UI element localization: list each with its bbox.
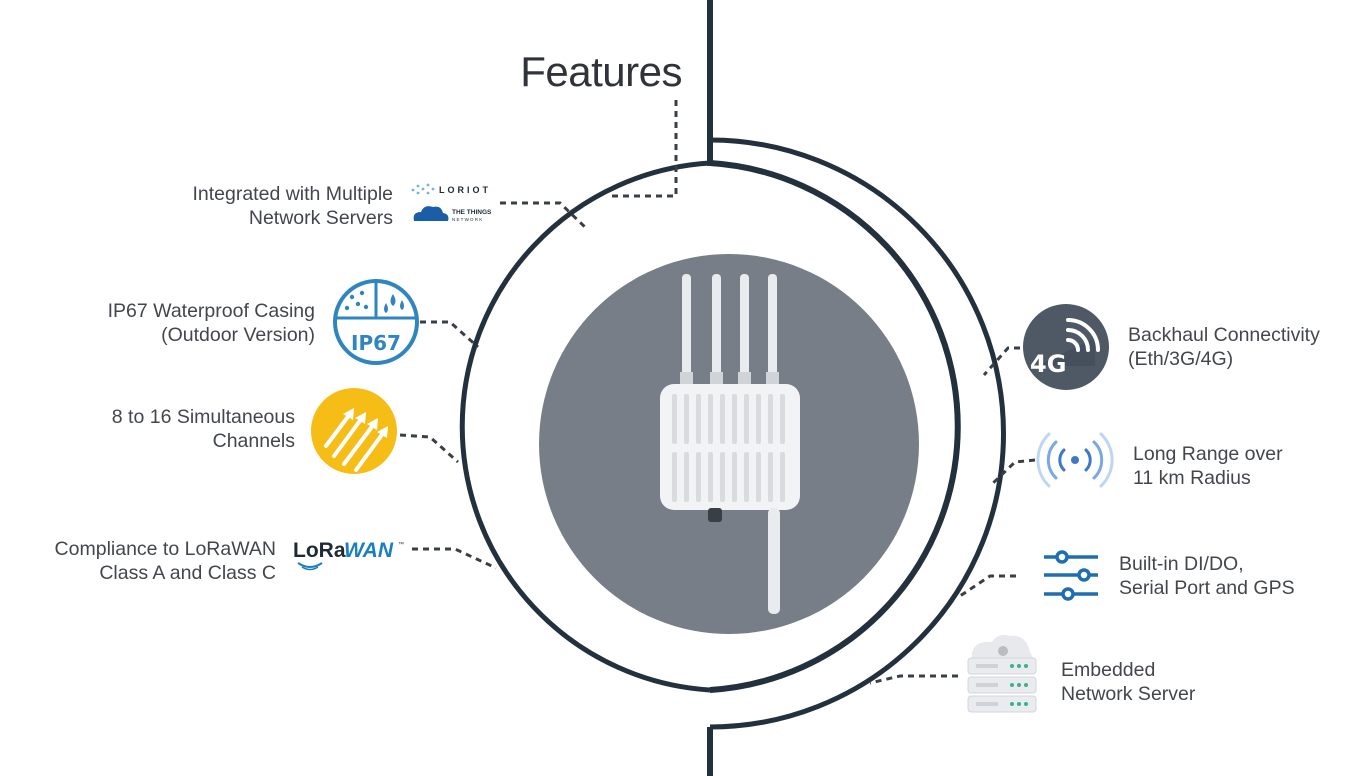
- feature-embedded-server: Embedded Network Server: [1061, 658, 1195, 706]
- feature-line: Serial Port and GPS: [1119, 577, 1295, 599]
- svg-text:LoRa: LoRa: [293, 539, 346, 562]
- feature-line: Compliance to LoRaWAN: [54, 538, 276, 560]
- feature-line: (Eth/3G/4G): [1128, 348, 1234, 370]
- svg-text:4G: 4G: [1030, 350, 1066, 378]
- frame-ring-right: [709, 160, 961, 693]
- title-leader: [610, 100, 678, 198]
- feature-line: Long Range over: [1133, 443, 1283, 465]
- svg-text:LORIOT: LORIOT: [439, 185, 491, 195]
- gateway-device-image: [660, 274, 800, 614]
- server-icon: [967, 634, 1037, 713]
- connector-server: [869, 674, 958, 685]
- wireless-signal-icon: [1036, 432, 1114, 488]
- page-title: Features: [520, 48, 682, 95]
- feature-backhaul: Backhaul Connectivity (Eth/3G/4G): [1128, 323, 1320, 371]
- feature-network-servers: Integrated with Multiple Network Servers: [192, 182, 393, 230]
- feature-line: 8 to 16 Simultaneous: [111, 406, 295, 428]
- feature-line: Channels: [212, 430, 295, 452]
- feature-ip67: IP67 Waterproof Casing (Outdoor Version): [108, 299, 315, 347]
- feature-line: Class A and Class C: [99, 562, 276, 584]
- sliders-icon: [1044, 550, 1098, 601]
- feature-line: 11 km Radius: [1133, 467, 1251, 489]
- feature-line: IP67 Waterproof Casing: [107, 300, 315, 322]
- feature-line: Built-in DI/DO,: [1119, 553, 1244, 575]
- svg-text:THE THINGS: THE THINGS: [452, 209, 492, 216]
- feature-long-range: Long Range over 11 km Radius: [1133, 442, 1283, 490]
- feature-channels: 8 to 16 Simultaneous Channels: [112, 405, 295, 453]
- feature-line: Network Server: [1061, 683, 1196, 705]
- connector-4g: [982, 346, 1020, 376]
- channels-arrows-icon: [311, 388, 397, 474]
- connector-network-servers: [500, 201, 588, 230]
- connector-lorawan: [412, 547, 497, 570]
- svg-text:NETWORK: NETWORK: [452, 217, 483, 222]
- connector-io: [959, 574, 1016, 598]
- feature-line: Backhaul Connectivity: [1128, 324, 1320, 346]
- svg-text:™: ™: [398, 541, 404, 548]
- feature-line: Integrated with Multiple: [192, 183, 393, 205]
- connector-ip67: [420, 320, 479, 349]
- connector-channels: [399, 433, 459, 464]
- feature-line: (Outdoor Version): [161, 324, 315, 346]
- frame-ring: [459, 160, 711, 693]
- svg-text:WAN: WAN: [344, 539, 394, 562]
- lorawan-logo-icon: LoRa WAN ™: [293, 539, 404, 571]
- ip67-icon: IP67: [333, 279, 419, 365]
- outer-ring: [709, 137, 1006, 730]
- 4g-icon: 4G: [1023, 304, 1109, 390]
- feature-line: Embedded: [1061, 659, 1156, 681]
- feature-line: Network Servers: [248, 207, 393, 229]
- feature-lorawan: Compliance to LoRaWAN Class A and Class …: [55, 537, 276, 585]
- feature-io: Built-in DI/DO, Serial Port and GPS: [1119, 552, 1295, 600]
- loriot-ttn-logos-icon: LORIOT THE THINGS NETWORK: [411, 183, 492, 222]
- connector-range: [988, 458, 1036, 488]
- svg-text:IP67: IP67: [351, 331, 401, 355]
